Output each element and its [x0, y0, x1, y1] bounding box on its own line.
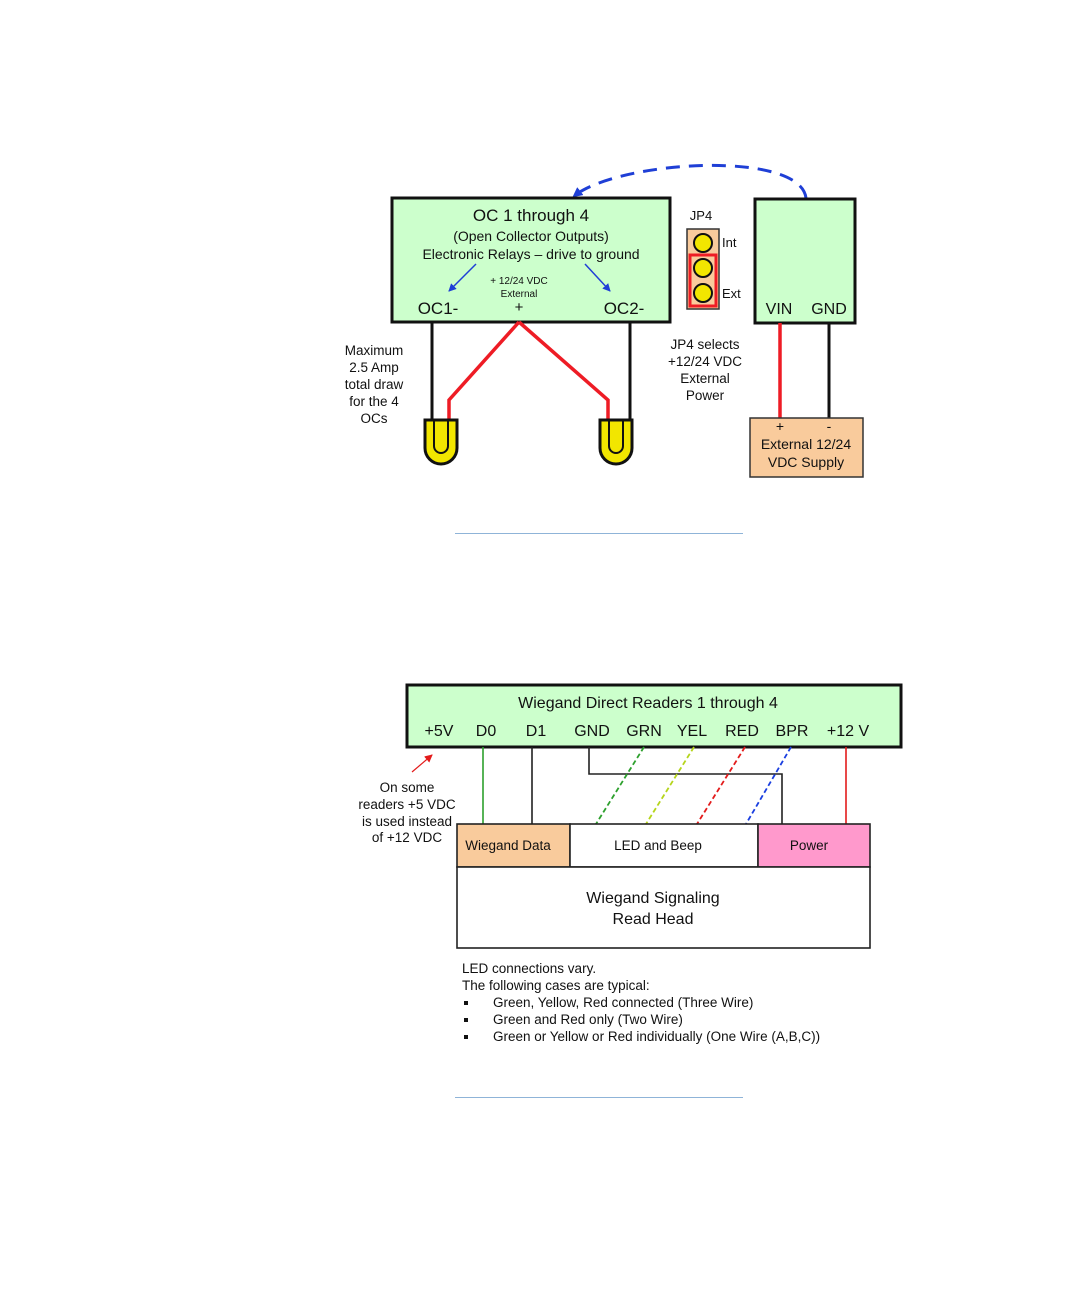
bullet-2-icon [464, 1018, 468, 1022]
note-line4: of +12 VDC [372, 830, 442, 845]
max-note-line1: Maximum [345, 343, 404, 358]
lamp-left-icon [423, 418, 459, 466]
plus-wire-left [447, 320, 521, 420]
led-note-line2: The following cases are typical: [462, 978, 650, 993]
segment-led-beep [569, 823, 759, 868]
bullet-1-icon [464, 1001, 468, 1005]
oc2-blue-arrow [584, 263, 611, 292]
wiegand-wiring-diagram: Wiegand Direct Readers 1 through 4 +5V D… [358, 683, 903, 1044]
wire-gnd [588, 747, 783, 824]
jp4-int-label: Int [722, 235, 737, 250]
segment-wiegand-data-label: Wiegand Data [465, 838, 551, 853]
external-supply-box [749, 417, 864, 478]
lamp-right-icon [598, 418, 634, 466]
oc1-blue-arrow [448, 263, 477, 292]
oc-wiring-diagram: OC 1 through 4 (Open Collector Outputs) … [345, 163, 864, 478]
segment-led-beep-label: LED and Beep [614, 838, 702, 853]
read-head-box [456, 866, 871, 949]
pin-gnd: GND [574, 723, 610, 740]
pin-12v: +12 V [827, 723, 870, 740]
jp4-jumper-cap [688, 253, 718, 308]
pin-grn: GRN [626, 723, 662, 740]
vin-label: VIN [766, 301, 793, 318]
jp4-note-line3: External [680, 371, 730, 386]
jp4-label: JP4 [690, 208, 712, 223]
jp4-note-line4: Power [686, 388, 725, 403]
oc-ext-line1: + 12/24 VDC [490, 276, 548, 287]
supply-plus: + [776, 418, 784, 434]
wiegand-title: Wiegand Direct Readers 1 through 4 [518, 695, 778, 712]
oc-ext-line2: External [501, 289, 538, 300]
jp4-note-line1: JP4 selects [670, 337, 739, 352]
wire-red [696, 746, 746, 825]
pin-d0: D0 [476, 723, 497, 740]
oc1-label: OC1- [418, 299, 459, 318]
read-head-line2: Read Head [613, 911, 694, 928]
max-note-line4: for the 4 [349, 394, 399, 409]
segment-wiegand-data [456, 823, 571, 868]
figure2-divider [455, 1097, 743, 1098]
led-note-line1: LED connections vary. [462, 961, 596, 976]
jp4-pin-3 [693, 283, 713, 303]
power-input-box [753, 197, 857, 325]
wiegand-header-box [405, 683, 903, 749]
max-note-line2: 2.5 Amp [349, 360, 399, 375]
supply-line1: External 12/24 [761, 436, 851, 452]
note-line1: On some [380, 780, 435, 795]
oc-subtitle: (Open Collector Outputs) [453, 228, 609, 244]
max-note-line5: OCs [361, 411, 388, 426]
pin-bpr: BPR [776, 723, 809, 740]
plus-wire-right [517, 320, 610, 420]
read-head-line1: Wiegand Signaling [586, 890, 719, 907]
oc-box [390, 196, 672, 324]
pin-d1: D1 [526, 723, 547, 740]
bullet-3-icon [464, 1035, 468, 1039]
wire-grn [595, 746, 645, 825]
jp4-pin-2 [693, 258, 713, 278]
figure1-divider [455, 533, 743, 534]
led-bullet-3: Green or Yellow or Red individually (One… [493, 1029, 820, 1044]
oc-plus-label: + [515, 299, 524, 316]
jp4-pin-1 [693, 233, 713, 253]
oc2-label: OC2- [604, 299, 645, 318]
led-bullet-2: Green and Red only (Two Wire) [493, 1012, 683, 1027]
supply-line2: VDC Supply [768, 454, 844, 470]
wire-bpr [745, 746, 792, 825]
note-line3: is used instead [362, 814, 452, 829]
note-line2: readers +5 VDC [358, 797, 455, 812]
segment-power-label: Power [790, 838, 829, 853]
oc-desc: Electronic Relays – drive to ground [422, 246, 639, 262]
jp4-ext-label: Ext [722, 286, 741, 301]
pin-5v: +5V [425, 723, 454, 740]
supply-minus: - [827, 418, 832, 434]
wire-yel [645, 746, 695, 825]
max-note-line3: total draw [345, 377, 404, 392]
segment-power [757, 823, 871, 868]
note-red-arrow [411, 754, 433, 773]
gnd-label: GND [811, 301, 847, 318]
pin-yel: YEL [677, 723, 707, 740]
oc-title: OC 1 through 4 [473, 206, 589, 225]
ext-power-dashed-arrow [572, 163, 808, 199]
jp4-note-line2: +12/24 VDC [668, 354, 742, 369]
led-bullet-1: Green, Yellow, Red connected (Three Wire… [493, 995, 753, 1010]
pin-red: RED [725, 723, 759, 740]
